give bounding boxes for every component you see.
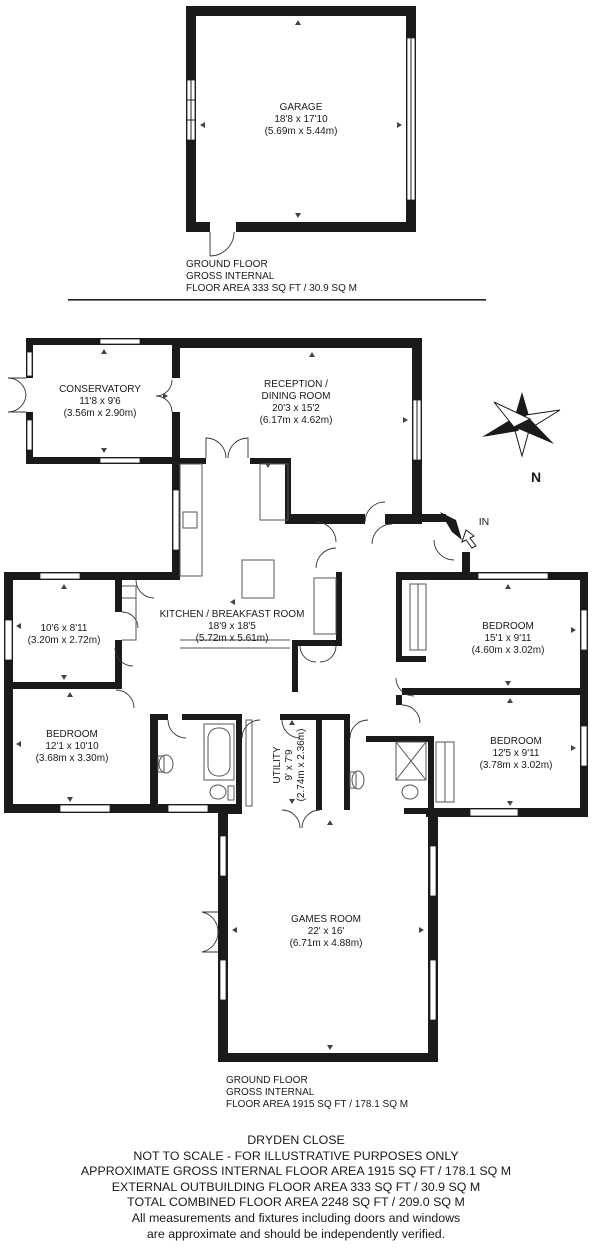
garage-name: GARAGE [280, 102, 323, 113]
compass-rose [482, 392, 561, 458]
garage-dim-imperial: 18'8 x 17'10 [274, 114, 328, 125]
bedroom-left-dim-imperial: 12'1 x 10'10 [45, 741, 99, 752]
room-direction-ticks [16, 349, 576, 1050]
small-room-dim-metric: (3.20m x 2.72m) [28, 635, 101, 646]
footer-outbuilding-area: EXTERNAL OUTBUILDING FLOOR AREA 333 SQ F… [111, 1179, 481, 1194]
bedroom-right-top-dim-imperial: 15'1 x 9'11 [484, 633, 531, 644]
outbuilding-note-line2: GROSS INTERNAL [186, 271, 275, 282]
reception-dim-imperial: 20'3 x 15'2 [272, 403, 320, 414]
garage-block [186, 6, 416, 257]
footer-address: DRYDEN CLOSE [247, 1133, 345, 1147]
reception-name-line1: RECEPTION / [264, 379, 328, 390]
bedroom-left-dim-metric: (3.68m x 3.30m) [36, 753, 109, 764]
section-divider [68, 299, 486, 301]
small-room-dim-imperial: 10'6 x 8'11 [40, 623, 87, 634]
utility-name: UTILITY [272, 746, 283, 784]
footer-measurement-note-2: are approximate and should be independen… [146, 1226, 446, 1241]
reception-name-line2: DINING ROOM [262, 391, 331, 402]
house-fixtures [122, 463, 455, 807]
house-walls [4, 338, 588, 1062]
footer-notes: DRYDEN CLOSE NOT TO SCALE - FOR ILLUSTRA… [0, 1133, 592, 1242]
entrance-arrow [461, 529, 477, 549]
bedroom-right-top-name: BEDROOM [482, 621, 534, 632]
utility-dim-imperial: 9' x 7'9 [284, 749, 295, 780]
games-room-dim-imperial: 22' x 16' [308, 926, 345, 937]
bedroom-right-bottom-name: BEDROOM [490, 736, 542, 747]
house-note-line1: GROUND FLOOR [226, 1075, 308, 1086]
kitchen-dim-metric: (5.72m x 5.61m) [196, 633, 269, 644]
games-room-name: GAMES ROOM [291, 914, 361, 925]
house-doors [7, 377, 455, 953]
garage-dim-metric: (5.69m x 5.44m) [265, 126, 338, 137]
utility-label-group: UTILITY 9' x 7'9 (2.74m x 2.36m) [272, 729, 307, 802]
bedroom-right-bottom-dim-imperial: 12'5 x 9'11 [492, 748, 539, 759]
footer-measurement-note-1: All measurements and fixtures including … [131, 1210, 461, 1225]
kitchen-name: KITCHEN / BREAKFAST ROOM [160, 609, 305, 620]
footer-total-area: TOTAL COMBINED FLOOR AREA 2248 SQ FT / 2… [127, 1195, 465, 1210]
house-note-line2: GROSS INTERNAL [226, 1087, 315, 1098]
bedroom-right-top-dim-metric: (4.60m x 3.02m) [472, 645, 545, 656]
conservatory-name: CONSERVATORY [59, 384, 141, 395]
utility-dim-metric: (2.74m x 2.36m) [296, 729, 307, 802]
footer-disclaimer: NOT TO SCALE - FOR ILLUSTRATIVE PURPOSES… [133, 1148, 459, 1163]
outbuilding-note-line3: FLOOR AREA 333 SQ FT / 30.9 SQ M [186, 283, 357, 294]
conservatory-dim-metric: (3.56m x 2.90m) [64, 408, 137, 419]
house-note-line3: FLOOR AREA 1915 SQ FT / 178.1 SQ M [226, 1099, 408, 1110]
reception-dim-metric: (6.17m x 4.62m) [260, 415, 333, 426]
bedroom-left-name: BEDROOM [46, 729, 98, 740]
games-room-dim-metric: (6.71m x 4.88m) [290, 938, 363, 949]
kitchen-dim-imperial: 18'9 x 18'5 [208, 621, 256, 632]
bedroom-right-bottom-dim-metric: (3.78m x 3.02m) [480, 760, 553, 771]
outbuilding-note-line1: GROUND FLOOR [186, 259, 268, 270]
compass-north-label: N [531, 469, 541, 485]
entrance-label: IN [479, 516, 490, 528]
conservatory-dim-imperial: 11'8 x 9'6 [79, 396, 121, 407]
house-windows [4, 338, 588, 1021]
footer-gross-area: APPROXIMATE GROSS INTERNAL FLOOR AREA 19… [80, 1164, 512, 1179]
